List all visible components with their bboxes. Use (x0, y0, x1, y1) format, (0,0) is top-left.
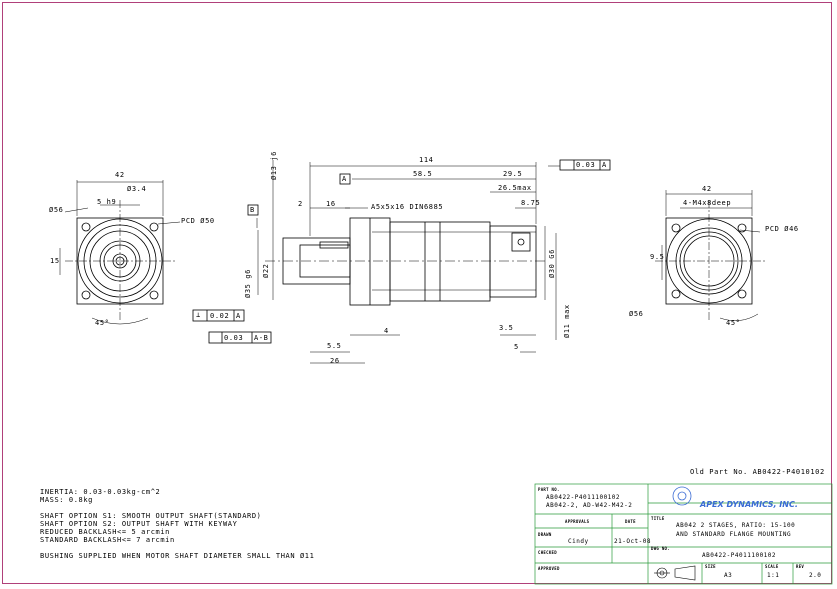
note-line: MASS: 0.8kg (40, 496, 93, 504)
left-dim-15: 15 (50, 257, 60, 265)
note-line: REDUCED BACKLASH<= 5 arcmin (40, 528, 170, 536)
dim-5: 5 (514, 343, 519, 351)
dwg-no-label: DWG NO. (651, 546, 670, 551)
approved-label: APPROVED (538, 566, 560, 571)
drawing-notes: INERTIA: 0.03-0.03kg-cm^2 MASS: 0.8kg SH… (40, 488, 314, 560)
date-label: DATE (625, 519, 636, 524)
note-line: SHAFT OPTION S2: OUTPUT SHAFT WITH KEYWA… (40, 520, 238, 528)
brand-name: APEX DYNAMICS, INC. (700, 500, 798, 509)
dim-4: 4 (384, 327, 389, 335)
dwg-no: AB0422-P4011100102 (702, 552, 777, 559)
size-value: A3 (724, 572, 733, 579)
left-flange-view (59, 180, 181, 325)
left-dia-3-4: Ø3.4 (127, 185, 147, 193)
keyway-spec: A5x5x16 DIN6885 (371, 203, 444, 211)
gdt-frames (192, 159, 611, 344)
checked-label: CHECKED (538, 550, 557, 555)
dim-29-5: 29.5 (503, 170, 523, 178)
size-label: SIZE (705, 564, 716, 569)
apex-logo-icon (672, 486, 692, 506)
approvals-label: APPROVALS (565, 519, 590, 524)
right-dim-9-5: 9.5 (650, 253, 665, 261)
dim-bore-dia: Ø22 (262, 263, 270, 278)
runout-tolerance: 0.03 (224, 334, 244, 342)
right-angle-45: 45° (726, 319, 741, 327)
dim-58-5: 58.5 (413, 170, 433, 178)
drawing-border (2, 2, 832, 584)
note-line (40, 504, 314, 512)
right-pcd: PCD Ø46 (765, 225, 799, 233)
note-line: STANDARD BACKLASH<= 7 arcmin (40, 536, 175, 544)
note-line (40, 544, 314, 552)
dim-16: 16 (326, 200, 336, 208)
right-holes: 4-M4x8deep (683, 199, 732, 207)
note-line: BUSHING SUPPLIED WHEN MOTOR SHAFT DIAMET… (40, 552, 315, 560)
left-dia-56: Ø56 (49, 206, 64, 214)
dim-pilot-dia: Ø35 g6 (244, 269, 252, 298)
projection-symbol-icon (654, 565, 696, 581)
drawn-by: Cindy (568, 538, 589, 545)
datum-a: A (342, 175, 347, 183)
title-block-grid (534, 483, 833, 585)
dim-motor-pilot: Ø30 G6 (548, 249, 556, 278)
dim-26-5: 26.5max (498, 184, 532, 192)
datum-b: B (250, 206, 255, 214)
perp-datum: A (236, 312, 241, 320)
left-angle-45: 45° (95, 319, 110, 327)
old-part-number: Old Part No. AB0422-P4010102 (690, 468, 825, 476)
runout-datum: A-B (254, 334, 269, 342)
left-pcd: PCD Ø50 (181, 217, 215, 225)
perp-symbol-icon: ⊥ (196, 311, 201, 319)
part-no-2: AB042-2, AD-W42-M42-2 (546, 502, 633, 509)
drawn-label: DRAWN (538, 532, 552, 537)
part-no-label: PART NO. (538, 487, 560, 492)
scale-label: SCALE (765, 564, 779, 569)
dim-3-5: 3.5 (499, 324, 514, 332)
title-label: TITLE (651, 516, 665, 521)
title-line-1: AB042 2 STAGES, RATIO: 15-100 (676, 522, 796, 529)
drawn-date: 21-Oct-08 (614, 538, 652, 545)
dim-2: 2 (298, 200, 303, 208)
right-square-42: 42 (702, 185, 712, 193)
part-no-1: AB0422-P4011100102 (546, 494, 621, 501)
note-line: INERTIA: 0.03-0.03kg-cm^2 (40, 488, 161, 496)
side-view (256, 160, 560, 364)
perp-tolerance: 0.02 (210, 312, 230, 320)
dim-26: 26 (330, 357, 340, 365)
dim-5-5: 5.5 (327, 342, 342, 350)
dim-shaft-dia: Ø13 j6 (270, 151, 278, 180)
dim-8-75: 8.75 (521, 199, 541, 207)
title-line-2: AND STANDARD FLANGE MOUNTING (676, 531, 792, 538)
dim-body-dia: Ø11 max (563, 304, 571, 338)
rev-label: REV (796, 564, 805, 569)
scale-value: 1:1 (767, 572, 780, 579)
parallel-datum: A (602, 161, 607, 169)
rev-value: 2.0 (809, 572, 822, 579)
left-key: 5 h9 (97, 198, 117, 206)
right-flange-view (655, 190, 765, 321)
note-line: SHAFT OPTION S1: SMOOTH OUTPUT SHAFT(STA… (40, 512, 262, 520)
dim-overall-length: 114 (419, 156, 434, 164)
right-dia-56: Ø56 (629, 310, 644, 318)
parallel-tolerance: 0.03 (576, 161, 596, 169)
left-square-42: 42 (115, 171, 125, 179)
